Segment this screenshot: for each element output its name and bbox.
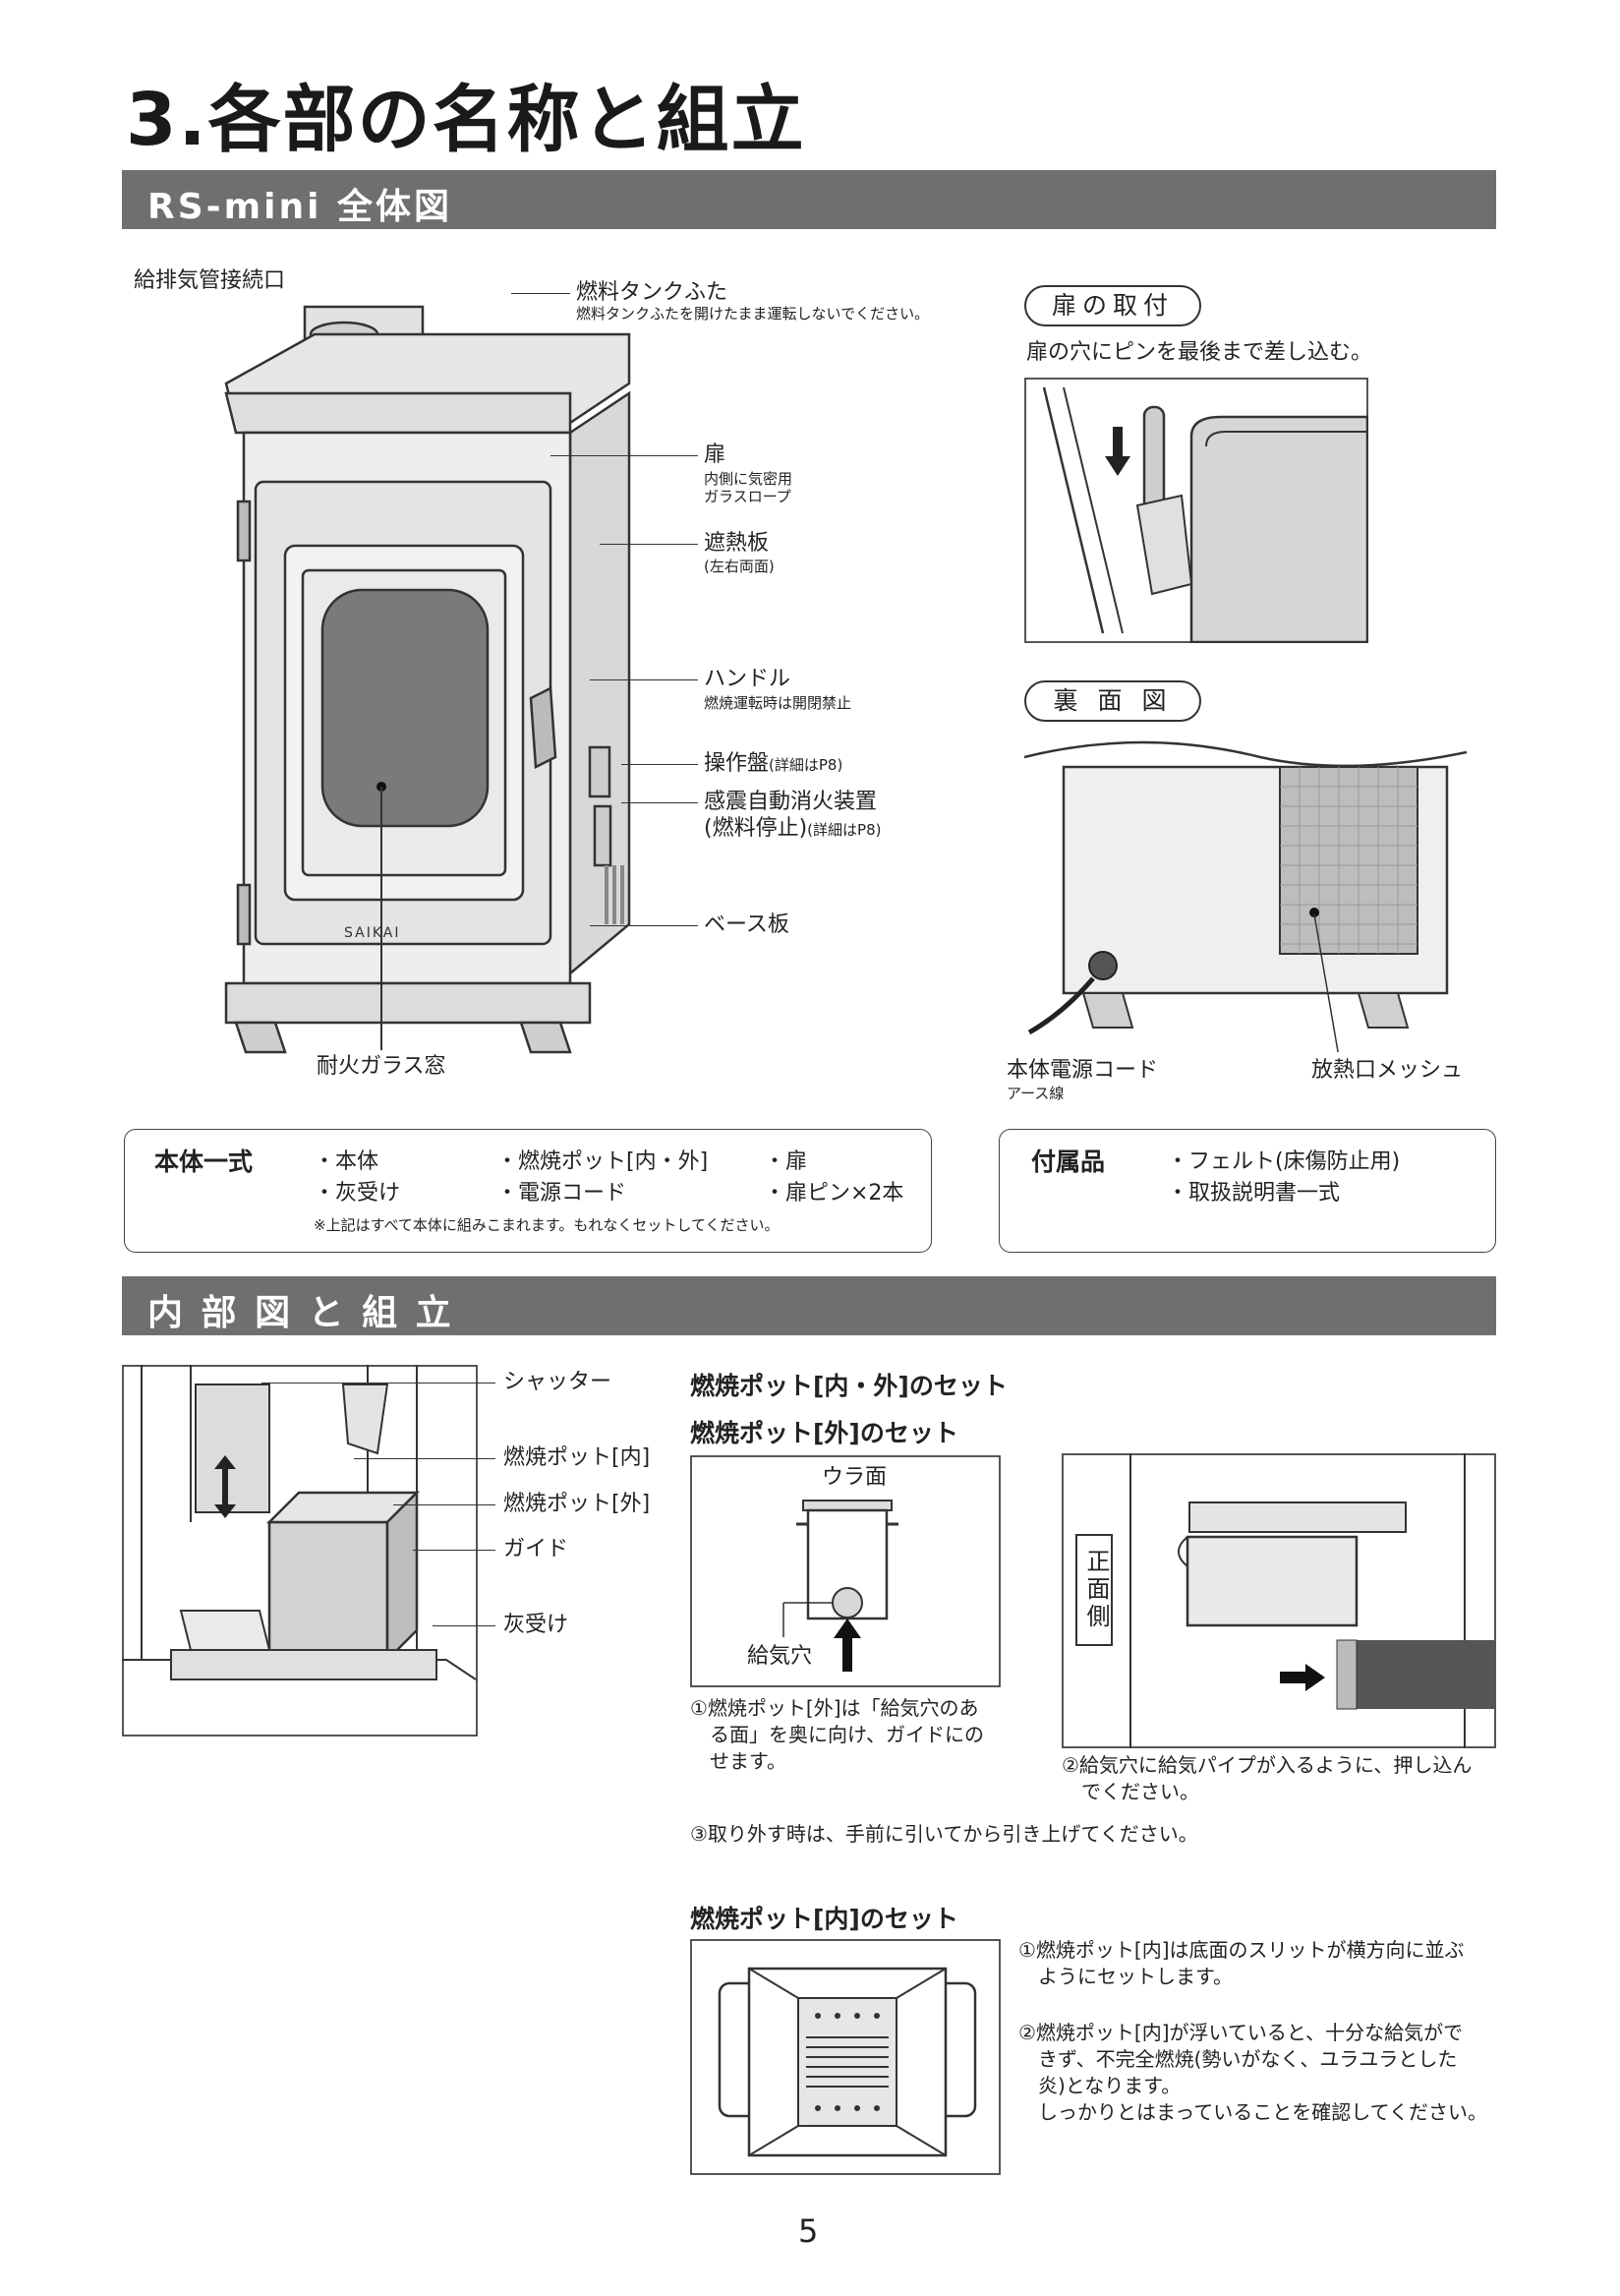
label-kyuki: 給気穴 <box>747 1644 813 1669</box>
section-title-overall: RS-mini 全体図 <box>147 187 452 227</box>
contents-item: ・本体 <box>314 1149 379 1174</box>
label-shutter: シャッター <box>503 1370 612 1394</box>
heading-pot-inner: 燃焼ポット[内]のセット <box>690 1905 958 1933</box>
section-title-internal: 内 部 図 と 組 立 <box>147 1293 454 1333</box>
label-base: ベース板 <box>704 913 789 937</box>
label-tank-lid-note: 燃料タンクふたを開けたまま運転しないでください。 <box>576 305 930 323</box>
inner-pot-figure <box>690 1939 1001 2175</box>
label-door-note2: ガラスロープ <box>704 488 791 505</box>
contents-item: ・扉 <box>764 1149 808 1174</box>
label-power-cord: 本体電源コード <box>1007 1058 1159 1083</box>
step1-text: ①燃焼ポット[外]は「給気穴のあ る面」を奥に向け、ガイドにの せます。 <box>690 1696 984 1773</box>
step2-text: ②給気穴に給気パイプが入るように、押し込ん でください。 <box>1062 1753 1473 1803</box>
label-pot-inner: 燃焼ポット[内] <box>503 1445 651 1470</box>
label-heat-mesh: 放熱口メッシュ <box>1311 1058 1464 1083</box>
section-bar-internal: 内 部 図 と 組 立 <box>122 1276 1496 1335</box>
accessories-box: 付属品 ・フェルト(床傷防止用) ・取扱説明書一式 <box>999 1129 1496 1253</box>
label-tank-lid: 燃料タンクふた <box>576 280 728 305</box>
door-attach-illustration <box>1024 378 1368 643</box>
label-quake-note: (詳細はP8) <box>807 821 882 839</box>
heading-pot-set: 燃焼ポット[内・外]のセット <box>690 1372 1008 1400</box>
label-handle: ハンドル <box>704 667 791 691</box>
contents-item: ・扉ピン×2本 <box>764 1181 904 1206</box>
section-bar-overall: RS-mini 全体図 <box>122 170 1496 229</box>
inner-step1-text: ①燃焼ポット[内]は底面のスリットが横方向に並ぶ ようにセットします。 <box>1018 1938 1465 1988</box>
contents-item: ・燃焼ポット[内・外] <box>496 1149 709 1174</box>
label-door: 扉 <box>704 442 726 467</box>
label-earth-wire: アース線 <box>1007 1085 1065 1102</box>
push-in-figure <box>1062 1453 1496 1748</box>
contents-item: ・電源コード <box>496 1181 627 1206</box>
contents-box: 本体一式 ・本体 ・燃焼ポット[内・外] ・扉 ・灰受け ・電源コード ・扉ピン… <box>124 1129 932 1253</box>
contents-title: 本体一式 <box>154 1148 254 1176</box>
page-number: 5 <box>798 2212 819 2250</box>
label-pot-outer: 燃焼ポット[外] <box>503 1492 651 1516</box>
label-heat-shield-note: (左右両面) <box>704 558 775 575</box>
door-attach-title: 扉の取付 <box>1024 285 1201 326</box>
label-front-side: 正面側 <box>1075 1534 1113 1646</box>
page-title: 3.各部の名称と組立 <box>126 78 806 162</box>
step3-text: ③取り外す時は、手前に引いてから引き上げてください。 <box>690 1822 1198 1846</box>
label-quake2: (燃料停止)(詳細はP8) <box>704 816 882 841</box>
accessory-item: ・フェルト(床傷防止用) <box>1167 1149 1401 1174</box>
label-heat-shield: 遮熱板 <box>704 531 770 556</box>
rear-view-title: 裏 面 図 <box>1024 680 1201 722</box>
label-door-note1: 内側に気密用 <box>704 470 793 488</box>
contents-note: ※上記はすべて本体に組みこまれます。もれなくセットしてください。 <box>314 1216 780 1234</box>
label-exhaust: 給排気管接続口 <box>134 268 286 293</box>
inner-step2-text: ②燃焼ポット[内]が浮いていると、十分な給気がで きず、不完全燃焼(勢いがなく、… <box>1018 2021 1487 2124</box>
label-handle-note: 燃焼運転時は開閉禁止 <box>704 694 852 712</box>
brand-plate: SAIKAI <box>344 925 401 941</box>
label-quake: 感震自動消火装置 <box>704 790 878 814</box>
label-guide: ガイド <box>503 1537 569 1561</box>
accessories-title: 付属品 <box>1031 1148 1106 1176</box>
label-panel-note: (詳細はP8) <box>769 756 843 774</box>
stove-illustration <box>224 305 631 1054</box>
label-ash-tray: 灰受け <box>503 1613 569 1637</box>
internal-illustration <box>122 1365 478 1737</box>
contents-item: ・灰受け <box>314 1181 401 1206</box>
label-glass: 耐火ガラス窓 <box>317 1054 446 1079</box>
door-attach-text: 扉の穴にピンを最後まで差し込む。 <box>1026 340 1373 365</box>
accessory-item: ・取扱説明書一式 <box>1167 1181 1341 1206</box>
label-panel: 操作盤(詳細はP8) <box>704 751 843 776</box>
heading-pot-outer: 燃焼ポット[外]のセット <box>690 1419 958 1447</box>
label-ura: ウラ面 <box>822 1465 888 1490</box>
outer-pot-back-figure <box>690 1455 1001 1687</box>
rear-view-illustration <box>1024 740 1467 1052</box>
